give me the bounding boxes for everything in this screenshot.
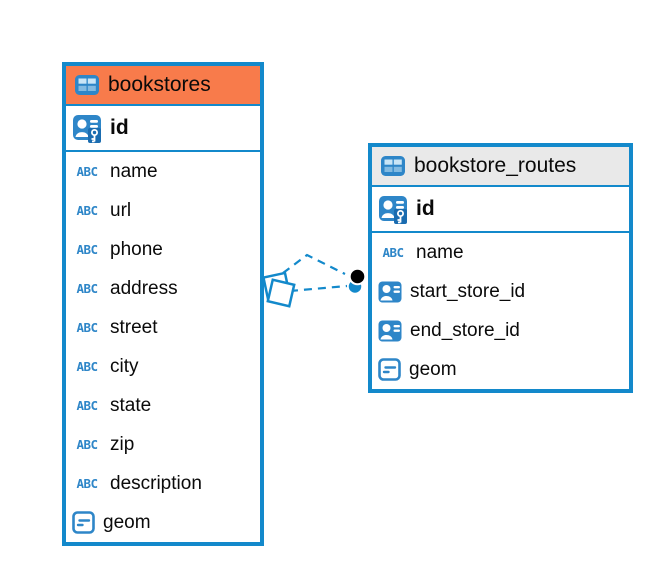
text-type-icon: ABC xyxy=(76,320,98,335)
text-type-icon: ABC xyxy=(76,164,98,179)
column-name: name xyxy=(416,241,464,263)
circle-end-marker-blue[interactable] xyxy=(347,278,363,295)
text-type-icon: ABC xyxy=(76,437,98,452)
table-bookstore-routes-header[interactable]: bookstore_routes xyxy=(372,147,629,187)
table-icon xyxy=(380,153,406,179)
table-title: bookstores xyxy=(108,73,211,96)
column-row-name[interactable]: ABC name xyxy=(66,152,260,191)
column-name: id xyxy=(110,116,129,139)
text-type-icon: ABC xyxy=(76,476,98,491)
table-bookstores-header[interactable]: bookstores xyxy=(66,66,260,106)
primary-key-icon xyxy=(378,194,408,224)
column-row-geom[interactable]: geom xyxy=(372,350,629,389)
geometry-type-icon xyxy=(72,511,95,534)
column-row-end-store-id[interactable]: end_store_id xyxy=(372,311,629,350)
text-type-icon: ABC xyxy=(76,242,98,257)
column-row-id[interactable]: id xyxy=(66,106,260,152)
column-name: geom xyxy=(409,358,457,380)
circle-end-marker-black[interactable] xyxy=(348,267,367,286)
fk-id-type-icon xyxy=(378,280,402,304)
column-row-name[interactable]: ABC name xyxy=(372,233,629,272)
text-type-icon: ABC xyxy=(76,398,98,413)
table-icon xyxy=(74,72,100,98)
text-type-icon: ABC xyxy=(76,359,98,374)
relationship-line-upper[interactable] xyxy=(282,253,346,275)
column-name: geom xyxy=(103,511,151,533)
column-row-id[interactable]: id xyxy=(372,187,629,233)
column-row-geom[interactable]: geom xyxy=(66,503,260,542)
text-type-icon: ABC xyxy=(76,203,98,218)
column-name: zip xyxy=(110,433,135,455)
table-bookstores-columns: ABC name ABC url ABC phone ABC address A… xyxy=(66,152,260,542)
column-name: url xyxy=(110,199,132,221)
text-type-icon: ABC xyxy=(382,245,404,260)
column-name: start_store_id xyxy=(410,280,526,302)
column-row-street[interactable]: ABC street xyxy=(66,308,260,347)
column-name: address xyxy=(110,277,178,299)
column-name: phone xyxy=(110,238,163,260)
relationship-line-lower[interactable] xyxy=(289,284,348,293)
column-name: city xyxy=(110,355,139,377)
text-type-icon: ABC xyxy=(76,281,98,296)
column-name: name xyxy=(110,160,158,182)
fk-id-type-icon xyxy=(378,319,402,343)
geometry-type-icon xyxy=(378,358,401,381)
column-name: id xyxy=(416,197,435,220)
column-name: state xyxy=(110,394,152,416)
primary-key-icon xyxy=(72,113,102,143)
column-row-city[interactable]: ABC city xyxy=(66,347,260,386)
square-end-marker-back[interactable] xyxy=(261,271,292,301)
table-bookstore-routes-columns: ABC name start_store_id end_store_id geo… xyxy=(372,233,629,389)
column-row-description[interactable]: ABC description xyxy=(66,464,260,503)
column-row-phone[interactable]: ABC phone xyxy=(66,230,260,269)
table-bookstore-routes[interactable]: bookstore_routes id ABC name start_store… xyxy=(368,143,633,393)
column-row-start-store-id[interactable]: start_store_id xyxy=(372,272,629,311)
column-name: description xyxy=(110,472,202,494)
table-title: bookstore_routes xyxy=(414,154,577,177)
column-name: street xyxy=(110,316,158,338)
table-bookstores[interactable]: bookstores id ABC name ABC url ABC phone… xyxy=(62,62,264,546)
column-row-address[interactable]: ABC address xyxy=(66,269,260,308)
column-row-state[interactable]: ABC state xyxy=(66,386,260,425)
column-name: end_store_id xyxy=(410,319,520,341)
column-row-url[interactable]: ABC url xyxy=(66,191,260,230)
square-end-marker-front[interactable] xyxy=(266,278,296,308)
column-row-zip[interactable]: ABC zip xyxy=(66,425,260,464)
